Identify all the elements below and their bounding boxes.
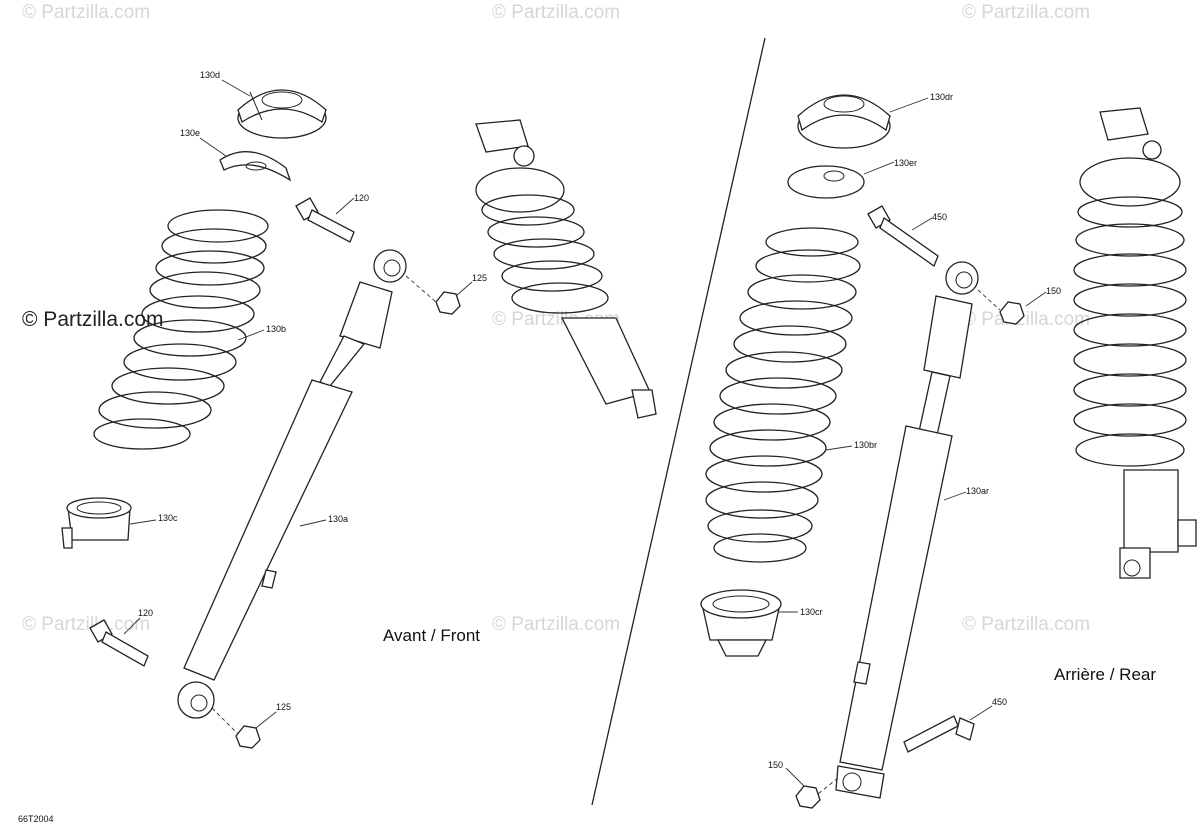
part-130d-spring-seat xyxy=(237,89,327,139)
section-divider xyxy=(591,37,766,806)
callout-125-lower: 125 xyxy=(276,702,291,712)
callout-120-lower: 120 xyxy=(138,608,153,618)
callout-130a: 130a xyxy=(328,514,348,524)
front-leader-lines xyxy=(123,79,473,735)
section-label-front: Avant / Front xyxy=(383,626,480,645)
part-130er-spacer xyxy=(787,165,865,199)
callout-450-lower: 450 xyxy=(992,697,1007,707)
part-130a-shock-absorber xyxy=(177,249,407,719)
diagram-code: 66T2004 xyxy=(18,814,54,824)
callout-450-upper: 450 xyxy=(932,212,947,222)
callout-125-upper: 125 xyxy=(472,273,487,283)
callout-130er: 130er xyxy=(894,158,917,168)
rear-callout-labels: 130dr 130er 450 150 130br 130ar 130cr 45… xyxy=(768,92,1061,770)
front-assembled-coilover xyxy=(475,119,657,419)
part-450-bolt-lower xyxy=(903,715,975,753)
watermarks: © Partzilla.com © Partzilla.com © Partzi… xyxy=(22,2,1090,635)
callout-130br: 130br xyxy=(854,440,877,450)
part-150-nut-upper xyxy=(999,301,1025,325)
part-150-nut-lower xyxy=(795,785,821,809)
part-130c-lower-spring-seat xyxy=(61,497,132,549)
callout-150-lower: 150 xyxy=(768,760,783,770)
part-120-bolt-upper xyxy=(295,197,355,243)
watermark-text: © Partzilla.com xyxy=(22,2,150,23)
callout-130cr: 130cr xyxy=(800,607,823,617)
callout-130dr: 130dr xyxy=(930,92,953,102)
callout-120-upper: 120 xyxy=(354,193,369,203)
watermark-text: © Partzilla.com xyxy=(492,2,620,23)
part-125-nut-lower xyxy=(235,725,261,749)
watermark-text: © Partzilla.com xyxy=(962,614,1090,635)
callout-130ar: 130ar xyxy=(966,486,989,496)
rear-leader-lines xyxy=(778,97,1047,795)
part-130b-coil-spring xyxy=(93,209,269,450)
callout-130d: 130d xyxy=(200,70,220,80)
callout-150-upper: 150 xyxy=(1046,286,1061,296)
part-125-nut-upper xyxy=(435,291,461,315)
part-130ar-shock-absorber xyxy=(835,261,979,799)
callout-130b: 130b xyxy=(266,324,286,334)
part-450-bolt-upper xyxy=(867,205,939,268)
part-130dr-spring-seat xyxy=(797,94,891,149)
front-callout-labels: 130d 130e 120 125 130b 130c 130a 120 125 xyxy=(138,70,487,712)
watermark-text: © Partzilla.com xyxy=(962,309,1090,330)
watermark-text: © Partzilla.com xyxy=(492,614,620,635)
watermark-text: © Partzilla.com xyxy=(22,614,150,635)
watermark-text-prominent: © Partzilla.com xyxy=(22,308,164,331)
callout-130c: 130c xyxy=(158,513,178,523)
section-label-rear: Arrière / Rear xyxy=(1054,665,1156,684)
part-130cr-lower-spring-seat xyxy=(700,589,782,657)
part-120-bolt-lower xyxy=(89,619,149,667)
part-130e-spacer xyxy=(219,151,292,182)
part-130br-coil-spring xyxy=(705,227,861,563)
watermark-text: © Partzilla.com xyxy=(962,2,1090,23)
callout-130e: 130e xyxy=(180,128,200,138)
rear-assembled-coilover xyxy=(1073,107,1197,579)
